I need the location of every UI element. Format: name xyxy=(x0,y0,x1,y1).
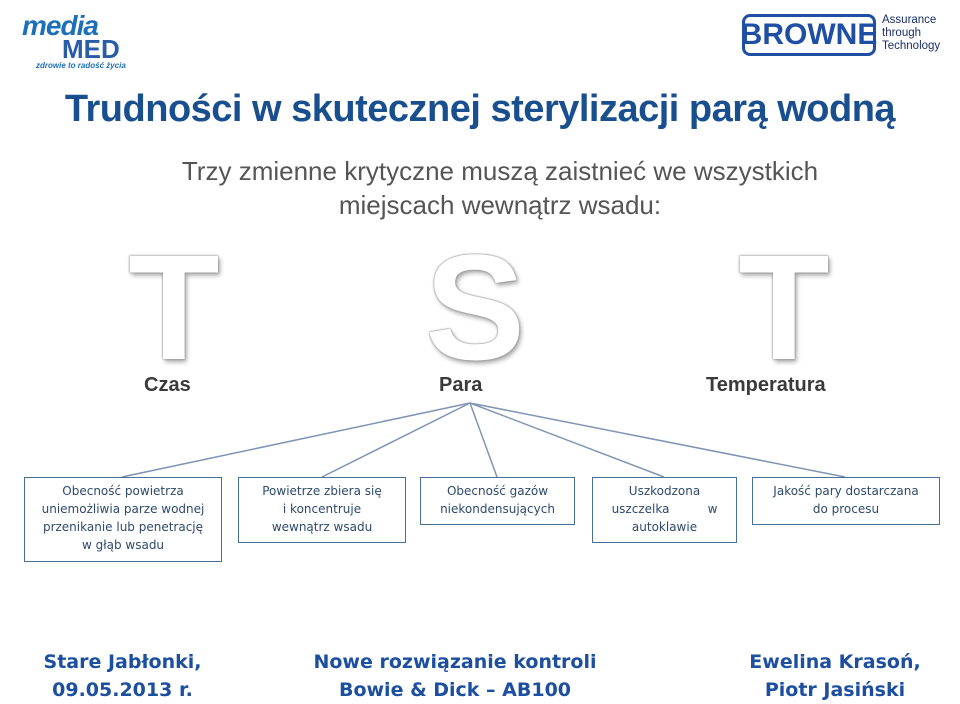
media-med-logo: media MED zdrowie to radość życia xyxy=(22,6,132,70)
browne-tagline-line: through xyxy=(882,27,922,39)
cause-box-damaged-seal: Uszkodzona uszczelka w autoklawie xyxy=(592,477,737,543)
box-line: uniemożliwia parze wodnej xyxy=(41,502,205,516)
cause-box-air-concentration: Powietrze zbiera się i koncentruje wewną… xyxy=(238,477,406,543)
big-letter-s-steam: S xyxy=(425,223,526,391)
browne-logo-name: BROWNE xyxy=(741,14,877,56)
footer-authors: Ewelina Krasoń, Piotr Jasiński xyxy=(735,648,935,704)
box-line: Uszkodzona xyxy=(628,484,701,498)
subtitle-line: Trzy zmienne krytyczne muszą zaistnieć w… xyxy=(181,156,819,186)
browne-logo: BROWNE Assurance through Technology xyxy=(741,14,942,58)
category-label-para: Para xyxy=(439,374,483,396)
connector-line xyxy=(321,402,471,478)
box-line: Powietrze zbiera się xyxy=(262,484,382,498)
cause-box-air-penetration: Obecność powietrza uniemożliwia parze wo… xyxy=(24,477,222,562)
box-line: autoklawie xyxy=(631,520,698,534)
category-label-czas: Czas xyxy=(144,374,191,396)
box-line: do procesu xyxy=(812,502,880,516)
connector-line xyxy=(121,402,471,478)
media-logo-word: media xyxy=(22,10,99,41)
footer-line: Ewelina Krasoń, xyxy=(749,651,921,673)
box-line: niekondensujących xyxy=(440,502,555,516)
page-title: Trudności w skutecznej sterylizacji parą… xyxy=(64,88,896,130)
box-line: i koncentruje xyxy=(282,502,362,516)
cause-box-non-condensable-gases: Obecność gazów niekondensujących xyxy=(420,477,575,525)
footer-line: Stare Jabłonki, xyxy=(43,651,202,673)
box-line: wewnątrz wsadu xyxy=(271,520,373,534)
browne-logo-tagline: Assurance through Technology xyxy=(882,14,940,53)
browne-tagline-line: Technology xyxy=(882,40,941,52)
browne-tagline-line: Assurance xyxy=(882,14,937,26)
subtitle: Trzy zmienne krytyczne muszą zaistnieć w… xyxy=(120,154,880,222)
big-letter-t-time: T xyxy=(128,223,220,391)
connector-line xyxy=(469,402,665,478)
media-logo-tagline: zdrowie to radość życia xyxy=(36,61,126,70)
cause-box-steam-quality: Jakość pary dostarczana do procesu xyxy=(752,477,940,525)
box-line: uszczelka w xyxy=(611,502,718,516)
box-line: Jakość pary dostarczana xyxy=(773,484,919,498)
footer-line: Piotr Jasiński xyxy=(764,679,906,701)
connector-line xyxy=(469,402,846,478)
box-line: Obecność powietrza xyxy=(62,484,184,498)
footer-location-date: Stare Jabłonki, 09.05.2013 r. xyxy=(30,648,215,704)
connector-line xyxy=(469,402,498,478)
subtitle-line: miejscach wewnątrz wsadu: xyxy=(338,190,662,220)
big-letter-t-temperature: T xyxy=(738,223,830,391)
footer-line: 09.05.2013 r. xyxy=(52,679,193,701)
box-line: przenikanie lub penetrację xyxy=(42,520,204,534)
footer-line: Nowe rozwiązanie kontroli xyxy=(313,651,597,673)
box-line: w głąb wsadu xyxy=(81,538,165,552)
box-line: Obecność gazów xyxy=(446,484,549,498)
category-label-temperatura: Temperatura xyxy=(706,374,826,396)
med-logo-word: MED xyxy=(62,34,120,64)
footer-line: Bowie & Dick – AB100 xyxy=(338,679,572,701)
footer-presentation-title: Nowe rozwiązanie kontroli Bowie & Dick –… xyxy=(300,648,610,704)
